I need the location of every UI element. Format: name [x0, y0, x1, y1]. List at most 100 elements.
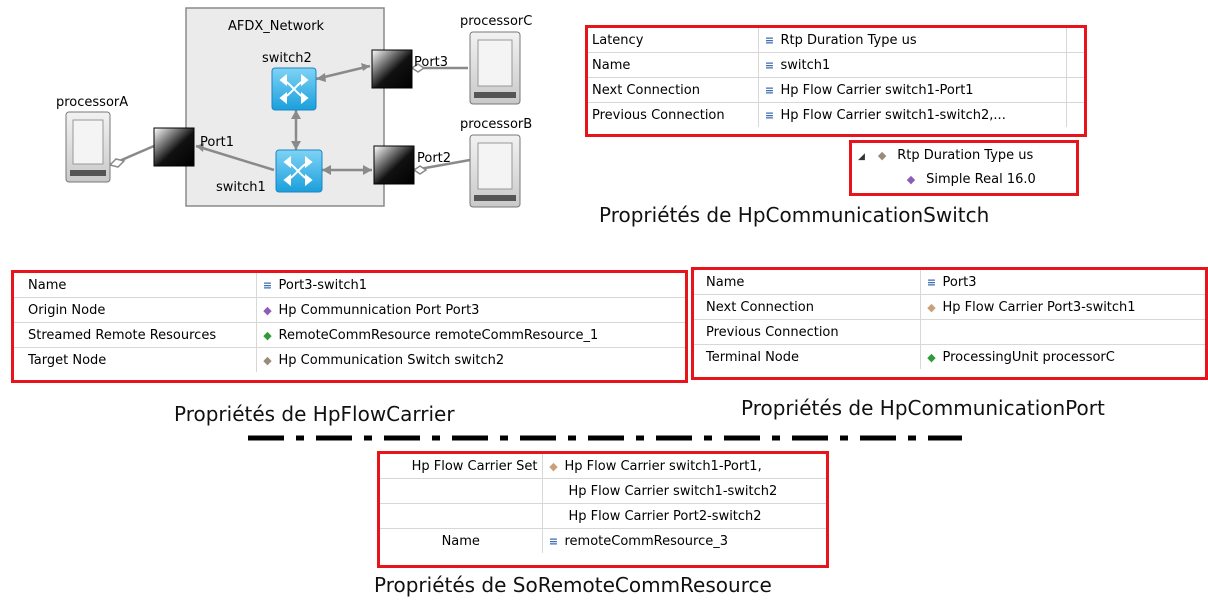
table-row[interactable]: Streamed Remote Resources ◆ RemoteCommRes…	[14, 322, 685, 348]
tree-parent-row[interactable]: ◢ ◆ Rtp Duration Type us	[858, 148, 1033, 163]
port2-label: Port2	[417, 151, 451, 166]
aggregation-diamonds	[108, 63, 428, 175]
value-text: ProcessingUnit processorC	[942, 349, 1115, 365]
table-row[interactable]: Previous Connection	[694, 319, 1205, 345]
switch-arrows-icon	[283, 155, 313, 187]
remote-resource-properties-table: Hp Flow Carrier Set ◆ Hp Flow Carrier swi…	[377, 451, 829, 568]
remote-resource-properties-caption: Propriétés de SoRemoteCommResource	[374, 573, 772, 597]
switch1-label: switch1	[216, 180, 266, 195]
diamond-icon: ◆	[549, 459, 558, 473]
port-properties-caption: Propriétés de HpCommunicationPort	[741, 396, 1105, 420]
value-text: Hp Communication Switch switch2	[278, 352, 505, 368]
port-properties-table: Name ≡ Port3 Next Connection ◆Hp Flow Car…	[691, 267, 1208, 380]
property-name: Previous Connection	[694, 319, 921, 345]
processorB-label: processorB	[460, 117, 532, 132]
property-name: Target Node	[14, 347, 257, 372]
table-row[interactable]: Terminal Node ◆ProcessingUnit processorC	[694, 344, 1205, 370]
property-value[interactable]: ◆Hp Communication Switch switch2	[256, 348, 685, 373]
flowcarrier-properties-table: Name ≡Port3-switch1 Origin Node ◆Hp Comm…	[11, 270, 688, 383]
port3-node[interactable]: Port3	[371, 49, 448, 89]
diamond-icon: ◆	[906, 173, 916, 186]
property-value[interactable]: ≡ switch1	[758, 52, 1067, 78]
property-value[interactable]: ≡Rtp Duration Type us	[758, 28, 1067, 53]
property-value[interactable]: ≡remoteCommResource_3	[542, 529, 826, 554]
list-icon: ≡	[764, 108, 775, 122]
diamond-icon: ◆	[877, 149, 887, 162]
property-value[interactable]: ◆ Hp Flow Carrier switch1-Port1,	[542, 454, 826, 479]
port1-label: Port1	[200, 135, 234, 150]
table-row[interactable]: Origin Node ◆Hp Communnication Port Port…	[14, 297, 685, 323]
port1-node[interactable]: Port1	[153, 127, 234, 167]
value-text: Port3	[942, 274, 977, 290]
value-text: Hp Flow Carrier Port3-switch1	[942, 299, 1136, 315]
table-row[interactable]: Name ≡ Port3	[694, 270, 1205, 295]
value-text: Port3-switch1	[278, 277, 368, 293]
switch-arrows-icon	[279, 73, 309, 105]
property-value[interactable]: ◆ RemoteCommResource remoteCommResource_1	[256, 322, 685, 348]
latency-tree-box: ◢ ◆ Rtp Duration Type us ◆ Simple Real 1…	[849, 140, 1079, 196]
table-row[interactable]: Next Connection ◆Hp Flow Carrier Port3-s…	[694, 294, 1205, 320]
property-name	[380, 478, 543, 504]
diamond-icon: ◆	[263, 303, 272, 317]
processorC-node[interactable]: processorC	[460, 14, 532, 105]
value-text: Hp Flow Carrier switch1-Port1,	[564, 458, 762, 474]
arrowheads	[196, 63, 372, 175]
list-icon: ≡	[764, 58, 775, 72]
table-row[interactable]: Hp Flow Carrier switch1-switch2	[380, 478, 826, 504]
property-name: Name	[694, 270, 921, 295]
property-value[interactable]: ≡ Hp Flow Carrier switch1-Port1	[758, 77, 1067, 103]
property-value[interactable]: ≡ Hp Flow Carrier switch1-switch2,...	[758, 102, 1067, 127]
afdx-network-diagram: AFDX_Network	[56, 7, 532, 208]
table-row[interactable]: Next Connection ≡ Hp Flow Carrier switch1…	[588, 77, 1084, 103]
table-row[interactable]: Hp Flow Carrier Port2-switch2	[380, 503, 826, 529]
table-row[interactable]: Name ≡Port3-switch1	[14, 273, 685, 298]
list-icon: ≡	[926, 275, 937, 289]
property-name: Origin Node	[14, 297, 257, 323]
switch-properties-table: Latency ≡Rtp Duration Type us Name ≡swit…	[585, 25, 1087, 137]
collapse-triangle-icon[interactable]: ◢	[858, 152, 865, 162]
port2-node[interactable]: Port2	[373, 145, 451, 185]
table-row[interactable]: Target Node ◆Hp Communication Switch swi…	[14, 347, 685, 373]
property-value[interactable]: Hp Flow Carrier Port2-switch2	[542, 503, 826, 529]
value-text: Hp Flow Carrier switch1-Port1	[780, 82, 974, 98]
switch2-label: switch2	[262, 51, 312, 66]
value-text: switch1	[780, 57, 831, 73]
dash-dot-separator	[248, 435, 962, 441]
processorA-label: processorA	[56, 95, 128, 110]
property-name: Streamed Remote Resources	[14, 322, 257, 348]
tree-parent-label: Rtp Duration Type us	[897, 148, 1034, 163]
property-value[interactable]: ◆ Hp Flow Carrier Port3-switch1	[920, 294, 1205, 320]
processorB-node[interactable]: processorB	[460, 117, 532, 208]
switch1-node[interactable]: switch1	[216, 149, 323, 195]
property-value[interactable]	[920, 319, 1205, 345]
flowcarrier-properties-caption: Propriétés de HpFlowCarrier	[174, 402, 455, 426]
processorA-node[interactable]: processorA	[56, 95, 128, 183]
property-value[interactable]: Hp Flow Carrier switch1-switch2	[542, 478, 826, 504]
value-text: Hp Flow Carrier switch1-switch2	[568, 483, 778, 499]
property-name: Next Connection	[588, 77, 759, 103]
list-icon: ≡	[764, 83, 775, 97]
value-text: Hp Flow Carrier switch1-switch2,...	[780, 107, 1006, 123]
processorC-label: processorC	[460, 14, 532, 29]
property-name: Hp Flow Carrier Set	[380, 454, 543, 479]
property-value[interactable]: ≡ Port3	[920, 270, 1205, 295]
diamond-icon: ◆	[927, 300, 936, 314]
table-row[interactable]: Name ≡switch1	[588, 52, 1084, 78]
tree-child-label: Simple Real 16.0	[926, 172, 1036, 187]
value-text: Hp Flow Carrier Port2-switch2	[568, 508, 762, 524]
table-row[interactable]: Latency ≡Rtp Duration Type us	[588, 28, 1084, 53]
table-row[interactable]: Hp Flow Carrier Set ◆ Hp Flow Carrier swi…	[380, 454, 826, 479]
property-name: Latency	[588, 28, 759, 53]
diamond-icon: ◆	[927, 350, 936, 364]
property-value[interactable]: ≡Port3-switch1	[256, 273, 685, 298]
port3-label: Port3	[414, 55, 448, 70]
switch2-node[interactable]: switch2	[262, 51, 317, 111]
property-value[interactable]: ◆ ProcessingUnit processorC	[920, 345, 1205, 370]
value-text: Rtp Duration Type us	[780, 32, 917, 48]
diamond-icon: ◆	[263, 328, 272, 342]
table-row[interactable]: Previous Connection ≡Hp Flow Carrier swi…	[588, 102, 1084, 127]
table-row[interactable]: Name ≡remoteCommResource_3	[380, 528, 826, 554]
value-text: RemoteCommResource remoteCommResource_1	[278, 327, 599, 343]
tree-child-row[interactable]: ◆ Simple Real 16.0	[904, 172, 1036, 187]
property-value[interactable]: ◆Hp Communnication Port Port3	[256, 297, 685, 323]
